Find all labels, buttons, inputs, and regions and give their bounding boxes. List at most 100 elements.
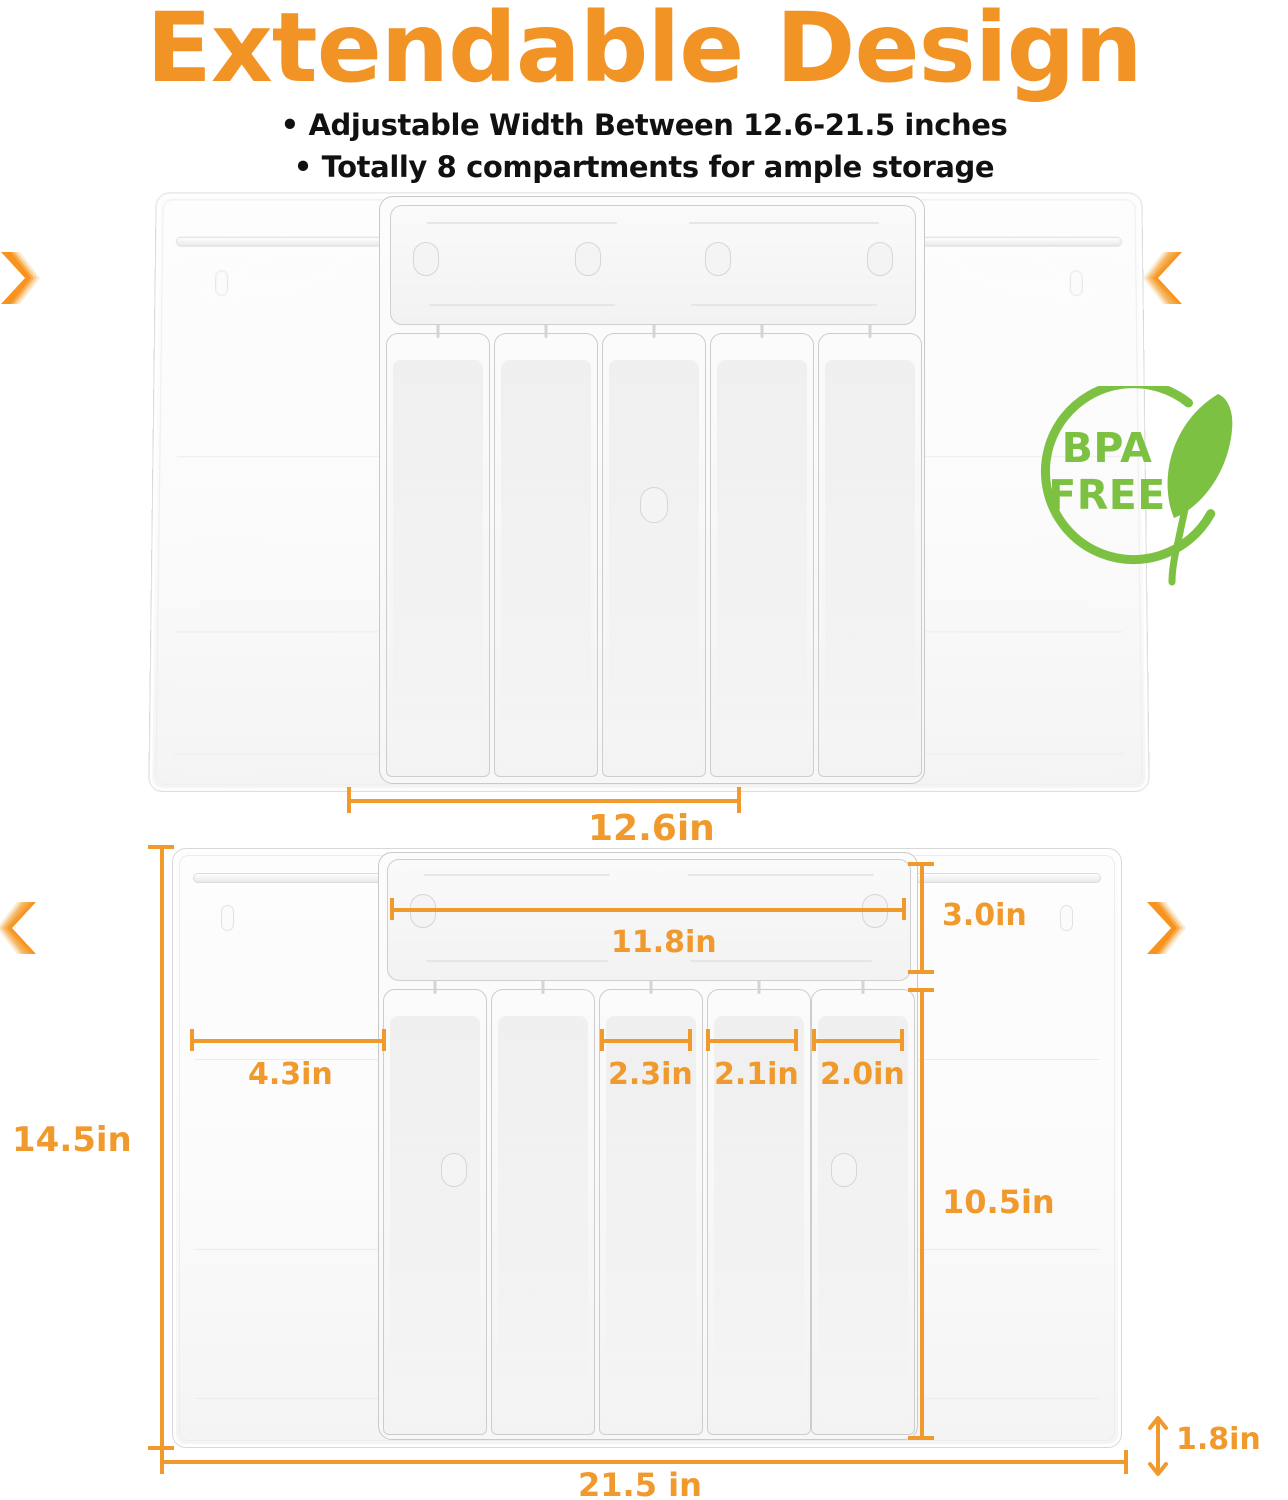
top-inner-tray bbox=[379, 196, 925, 784]
slot-shade bbox=[825, 360, 915, 768]
slot-shade bbox=[390, 1016, 480, 1426]
slot-shade bbox=[818, 1016, 908, 1426]
slot-notch bbox=[760, 324, 764, 338]
slot-notch bbox=[757, 980, 761, 994]
slot-shade bbox=[501, 360, 591, 768]
dimension-arrow-depth bbox=[1148, 1416, 1168, 1476]
screw-hole bbox=[1060, 905, 1073, 931]
slot-shade bbox=[717, 360, 807, 768]
dimension-tick bbox=[390, 898, 394, 920]
dimension-tick bbox=[382, 1029, 386, 1051]
center-grip bbox=[640, 487, 668, 523]
feature-bullet-1: • Adjustable Width Between 12.6-21.5 inc… bbox=[280, 108, 1008, 142]
dimension-line-top-cell-width bbox=[390, 908, 906, 912]
dimension-label-total-height: 14.5in bbox=[12, 1120, 132, 1160]
dimension-label-slots-height: 10.5in bbox=[942, 1183, 1055, 1221]
dimension-tick bbox=[688, 1029, 692, 1051]
slot-notch bbox=[652, 324, 656, 338]
slot-notch bbox=[861, 980, 865, 994]
utensil-slot bbox=[602, 324, 706, 777]
compartment-grip bbox=[413, 242, 439, 276]
feature-bullet-list: • Adjustable Width Between 12.6-21.5 inc… bbox=[0, 108, 1288, 184]
screw-hole bbox=[1069, 270, 1083, 297]
utensil-slot bbox=[383, 980, 487, 1435]
dimension-line-wide-compartment bbox=[190, 1039, 386, 1043]
dimension-tick bbox=[902, 898, 906, 920]
slot-notch bbox=[433, 980, 437, 994]
slot-notch bbox=[649, 980, 653, 994]
dimension-tick bbox=[900, 1029, 904, 1051]
slot-shade bbox=[606, 1016, 696, 1426]
utensil-slot bbox=[386, 324, 490, 777]
dimension-label-top-cell-height: 3.0in bbox=[942, 898, 1027, 933]
center-grip bbox=[441, 1153, 467, 1187]
dimension-label-slot-4: 2.1in bbox=[714, 1057, 799, 1092]
dimension-tick bbox=[794, 1029, 798, 1051]
utensil-slot bbox=[818, 324, 922, 777]
dimension-label-total-width: 21.5 in bbox=[578, 1466, 702, 1500]
page-title: Extendable Design bbox=[146, 0, 1142, 104]
compartment-rib bbox=[424, 874, 610, 876]
dimension-tick bbox=[908, 988, 934, 992]
dimension-line-total-width bbox=[160, 1460, 1128, 1464]
dimension-label-top-width: 12.6in bbox=[588, 808, 715, 849]
bottom-inner-horizontal-compartment bbox=[387, 859, 911, 981]
dimension-label-depth: 1.8in bbox=[1176, 1422, 1261, 1457]
dimension-tick bbox=[1124, 1450, 1128, 1474]
utensil-slot bbox=[599, 980, 703, 1435]
dimension-label-wide-compartment: 4.3in bbox=[248, 1057, 333, 1092]
dimension-tick bbox=[706, 1029, 710, 1051]
screw-hole bbox=[221, 905, 234, 931]
bpa-badge-text: BPA FREE bbox=[1014, 402, 1200, 542]
dimension-tick bbox=[600, 1029, 604, 1051]
dimension-tick bbox=[908, 1436, 934, 1440]
dimension-line-top-width bbox=[347, 799, 741, 803]
slot-shade bbox=[498, 1016, 588, 1426]
compartment-rib bbox=[691, 304, 877, 306]
compartment-rib bbox=[429, 304, 615, 306]
slot-shade bbox=[393, 360, 483, 768]
compartment-rib bbox=[426, 960, 608, 962]
dimension-tick bbox=[908, 862, 934, 866]
dimension-tick bbox=[160, 1450, 164, 1474]
dimension-line-total-height bbox=[160, 845, 164, 1450]
dimension-tick bbox=[908, 970, 934, 974]
bottom-inner-tray bbox=[378, 852, 918, 1440]
dimension-tick bbox=[737, 787, 741, 813]
compartment-rib bbox=[690, 960, 872, 962]
dimension-line-slot-3 bbox=[600, 1039, 692, 1043]
compartment-rib bbox=[427, 222, 617, 224]
bpa-line-1: BPA bbox=[1061, 424, 1153, 472]
screw-hole bbox=[215, 270, 229, 297]
compartment-rib bbox=[689, 222, 879, 224]
bpa-free-badge: BPA FREE bbox=[1022, 386, 1233, 592]
slot-notch bbox=[436, 324, 440, 338]
feature-bullet-2: • Totally 8 compartments for ample stora… bbox=[293, 150, 995, 184]
utensil-slot bbox=[811, 980, 915, 1435]
dimension-label-slot-3: 2.3in bbox=[608, 1057, 693, 1092]
compartment-rib bbox=[688, 874, 874, 876]
dimension-tick bbox=[812, 1029, 816, 1051]
compartment-grip bbox=[867, 242, 893, 276]
slot-notch bbox=[544, 324, 548, 338]
dimension-label-slot-5: 2.0in bbox=[820, 1057, 905, 1092]
dimension-tick bbox=[190, 1029, 194, 1051]
dimension-tick bbox=[148, 845, 174, 849]
dimension-line-slot-5 bbox=[812, 1039, 904, 1043]
slot-notch bbox=[541, 980, 545, 994]
compartment-grip bbox=[705, 242, 731, 276]
dimension-line-slot-4 bbox=[706, 1039, 798, 1043]
slot-shade bbox=[609, 360, 699, 768]
dimension-tick bbox=[148, 1446, 174, 1450]
utensil-slot bbox=[707, 980, 811, 1435]
bpa-line-2: FREE bbox=[1048, 471, 1166, 519]
utensil-slot bbox=[491, 980, 595, 1435]
utensil-slot bbox=[494, 324, 598, 777]
dimension-line-slots-height bbox=[920, 988, 924, 1440]
center-grip bbox=[831, 1153, 857, 1187]
slot-shade bbox=[714, 1016, 804, 1426]
dimension-label-top-cell-width: 11.8in bbox=[611, 925, 717, 960]
dimension-line-top-cell-height bbox=[920, 862, 924, 974]
dimension-tick bbox=[347, 787, 351, 813]
